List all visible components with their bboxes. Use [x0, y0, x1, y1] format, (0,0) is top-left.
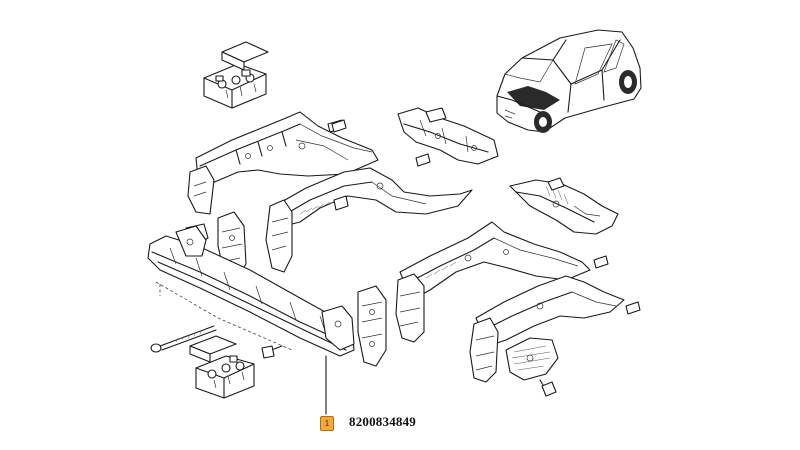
- right-side-member: [395, 221, 591, 343]
- screw: [261, 345, 283, 359]
- center-rail: [265, 167, 473, 273]
- part-number-label[interactable]: 8200834849: [349, 414, 416, 429]
- fastener-box-top: [203, 41, 269, 109]
- left-upper-rail: [187, 111, 379, 215]
- mount-plate: [505, 337, 559, 397]
- fastener-box-bottom: [189, 335, 255, 399]
- lower-right-member: [469, 275, 625, 383]
- crash-box-bracket: [357, 285, 387, 367]
- tow-eye-bolt: [150, 325, 217, 353]
- car-overview-illustration: [496, 29, 642, 133]
- callout-index-badge[interactable]: 1: [320, 416, 334, 431]
- upper-bracket: [397, 107, 499, 165]
- bumper-beam: [147, 225, 355, 357]
- right-upper-panel: [509, 177, 619, 235]
- small-pads: [331, 119, 641, 315]
